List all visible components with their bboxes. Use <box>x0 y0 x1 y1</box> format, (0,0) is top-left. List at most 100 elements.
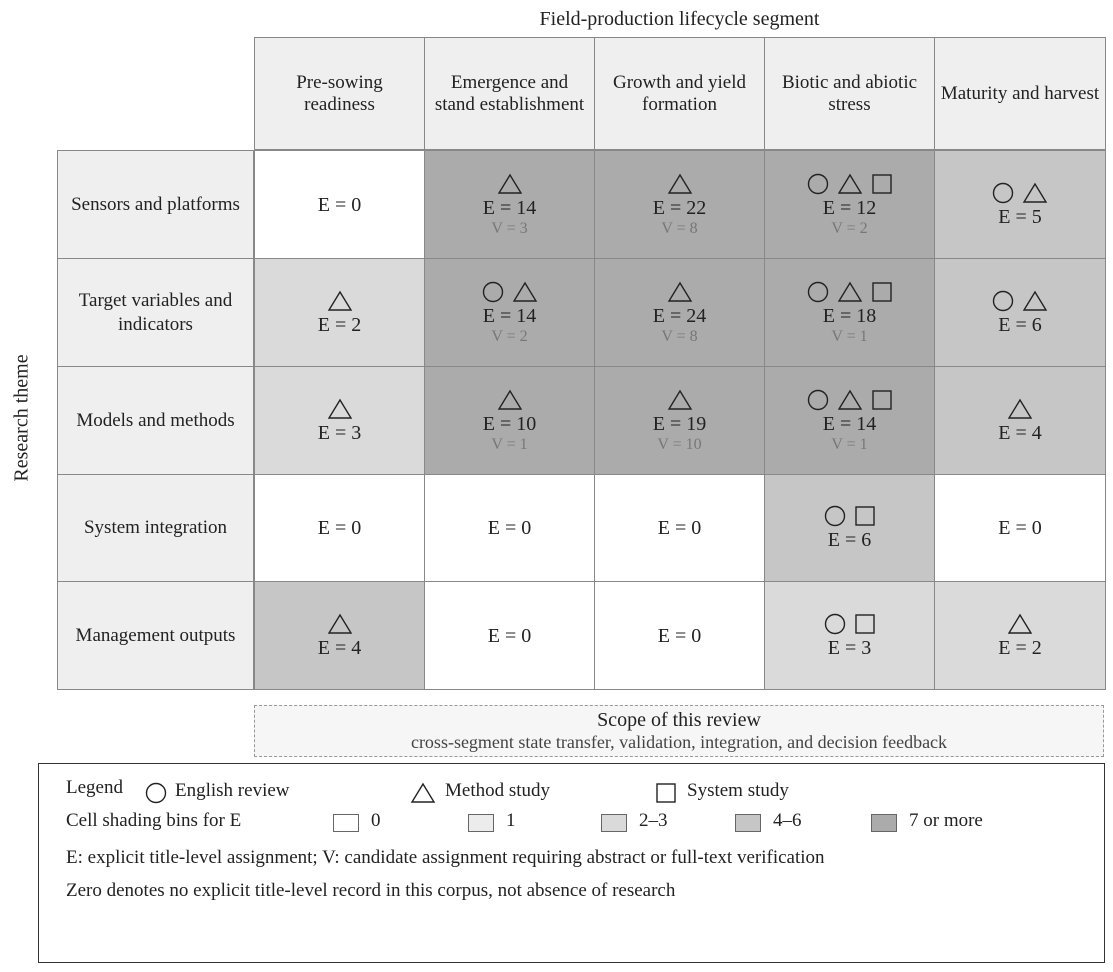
row-header-4: System integration <box>57 474 254 582</box>
cell-e-value: E = 2 <box>998 636 1042 659</box>
cell-symbols <box>667 280 693 304</box>
cell-symbols <box>497 388 523 412</box>
triangle-icon <box>1022 182 1048 204</box>
triangle-icon <box>497 389 523 411</box>
bin-swatch-2 <box>601 814 627 832</box>
cell-e-value: E = 12 <box>822 196 877 219</box>
triangle-icon <box>837 173 863 195</box>
cell-symbols <box>992 181 1048 205</box>
matrix-cell: E = 3 <box>254 366 425 475</box>
cell-e-value: E = 19 <box>652 412 707 435</box>
triangle-icon <box>837 281 863 303</box>
circle-icon <box>807 389 829 411</box>
cell-e-value: E = 18 <box>822 304 877 327</box>
cell-v-value: V = 2 <box>491 327 528 345</box>
matrix-cell: E = 6 <box>764 474 935 582</box>
cell-e-value: E = 0 <box>657 517 702 539</box>
matrix-cell: E = 0 <box>424 474 595 582</box>
circle-icon <box>992 290 1014 312</box>
cell-e-value: E = 3 <box>317 421 362 444</box>
square-icon <box>871 173 893 195</box>
triangle-icon <box>410 782 436 804</box>
cell-e-value: E = 6 <box>827 529 872 551</box>
triangle-icon <box>327 398 353 420</box>
triangle-icon <box>1007 613 1033 635</box>
cell-symbols <box>807 388 893 412</box>
circle-icon <box>145 782 167 804</box>
cell-symbols <box>327 612 353 636</box>
bin-label-1: 1 <box>506 810 516 831</box>
column-axis-title: Field-production lifecycle segment <box>539 8 820 30</box>
cell-symbols <box>327 397 353 421</box>
cell-e-value: E = 5 <box>998 205 1042 228</box>
matrix-cell: E = 4 <box>934 366 1106 475</box>
cell-v-value: V = 1 <box>831 435 868 453</box>
triangle-icon <box>1007 398 1033 420</box>
triangle-icon <box>667 173 693 195</box>
matrix-cell: E = 0 <box>594 474 765 582</box>
column-header-1: Pre-sowing readiness <box>254 37 425 150</box>
cell-symbols <box>327 289 353 313</box>
column-header-2: Emergence and stand establishment <box>424 37 595 150</box>
row-header-1: Sensors and platforms <box>57 150 254 259</box>
cell-e-value: E = 0 <box>657 624 702 647</box>
triangle-icon <box>1022 290 1048 312</box>
cell-e-value: E = 10 <box>482 412 537 435</box>
cell-e-value: E = 0 <box>317 193 362 216</box>
cell-v-value: V = 8 <box>661 327 698 345</box>
cell-e-value: E = 14 <box>482 304 537 327</box>
matrix-cell: E = 0 <box>594 581 765 690</box>
legend-item-square-label: System study <box>687 780 789 801</box>
cell-v-value: V = 8 <box>661 219 698 237</box>
square-icon <box>854 613 876 635</box>
cell-symbols <box>807 280 893 304</box>
legend-bins-label: Cell shading bins for E <box>66 810 242 831</box>
cell-e-value: E = 3 <box>827 636 872 659</box>
cell-e-value: E = 0 <box>487 624 532 647</box>
row-header-3: Models and methods <box>57 366 254 475</box>
row-header-5: Management outputs <box>57 581 254 690</box>
cell-e-value: E = 0 <box>487 517 532 539</box>
cell-e-value: E = 6 <box>998 313 1042 336</box>
legend-note-zero: Zero denotes no explicit title-level rec… <box>66 880 676 901</box>
bin-swatch-3 <box>735 814 761 832</box>
column-header-5: Maturity and harvest <box>934 37 1106 150</box>
cell-symbols <box>497 172 523 196</box>
cell-symbols <box>1007 612 1033 636</box>
circle-icon <box>807 281 829 303</box>
legend-box: Legend English review Method study Syste… <box>38 763 1105 963</box>
row-axis-title-text: Research theme <box>10 354 33 482</box>
column-header-4: Biotic and abiotic stress <box>764 37 935 150</box>
triangle-icon <box>667 389 693 411</box>
cell-e-value: E = 14 <box>822 412 877 435</box>
row-axis-title: Research theme <box>2 248 42 588</box>
matrix-cell: E = 6 <box>934 258 1106 367</box>
matrix-cell: E = 3 <box>764 581 935 690</box>
matrix-cell: E = 0 <box>424 581 595 690</box>
cell-v-value: V = 10 <box>657 435 702 453</box>
cell-v-value: V = 3 <box>491 219 528 237</box>
bin-label-4: 7 or more <box>909 810 983 831</box>
triangle-icon <box>327 613 353 635</box>
bin-label-0: 0 <box>371 810 381 831</box>
matrix-cell: E = 2 <box>934 581 1106 690</box>
row-header-2: Target variables and indicators <box>57 258 254 367</box>
cell-v-value: V = 1 <box>831 327 868 345</box>
cell-symbols <box>807 172 893 196</box>
circle-icon <box>992 182 1014 204</box>
cell-v-value: V = 1 <box>491 435 528 453</box>
legend-note-e-v: E: explicit title-level assignment; V: c… <box>66 847 825 868</box>
scope-box: Scope of this review cross-segment state… <box>254 705 1104 757</box>
cell-e-value: E = 24 <box>652 304 707 327</box>
square-icon <box>655 782 677 804</box>
circle-icon <box>807 173 829 195</box>
triangle-icon <box>512 281 538 303</box>
